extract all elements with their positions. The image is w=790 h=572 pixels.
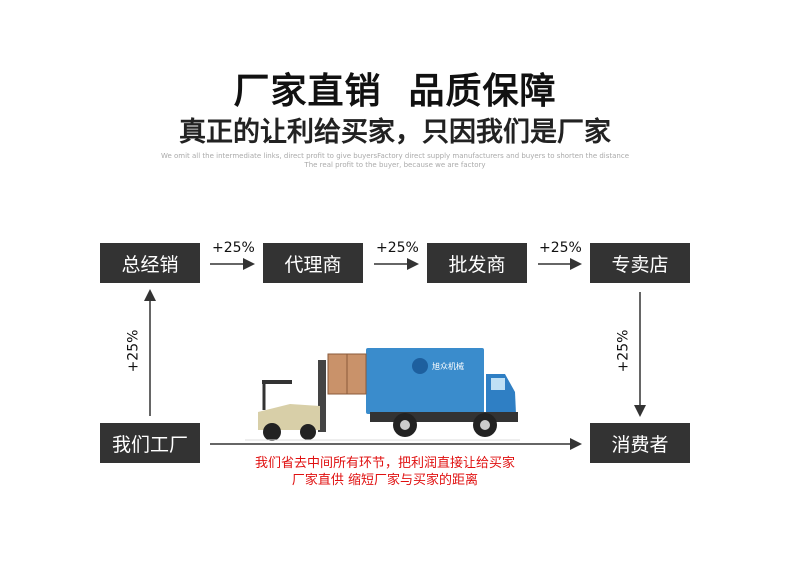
node-wholesaler: 批发商 (427, 243, 527, 283)
node-distributor: 总经销 (100, 243, 200, 283)
truck-illustration: 旭众机械 (245, 348, 520, 441)
note-line-1: 我们省去中间所有环节，把利润直接让给买家 (254, 456, 515, 471)
note-line-2: 厂家直供 缩短厂家与买家的距离 (291, 473, 479, 488)
markup-label: +25% (539, 240, 582, 256)
english-line-1: We omit all the intermediate links, dire… (160, 152, 630, 160)
subtitle: 真正的让利给买家，只因我们是厂家 (179, 117, 611, 148)
node-consumer: 消费者 (590, 423, 690, 463)
english-line-2: The real profit to the buyer, because we… (304, 161, 486, 169)
markup-label-vertical: +25% (125, 329, 142, 373)
markup-label: +25% (376, 240, 419, 256)
markup-label: +25% (212, 240, 255, 256)
truck-logo: 旭众机械 (432, 361, 464, 371)
node-agent: 代理商 (263, 243, 363, 283)
node-factory: 我们工厂 (100, 423, 200, 463)
node-store: 专卖店 (590, 243, 690, 283)
markup-label-vertical: +25% (615, 329, 632, 373)
main-title: 厂家直销 品质保障 (233, 71, 557, 112)
